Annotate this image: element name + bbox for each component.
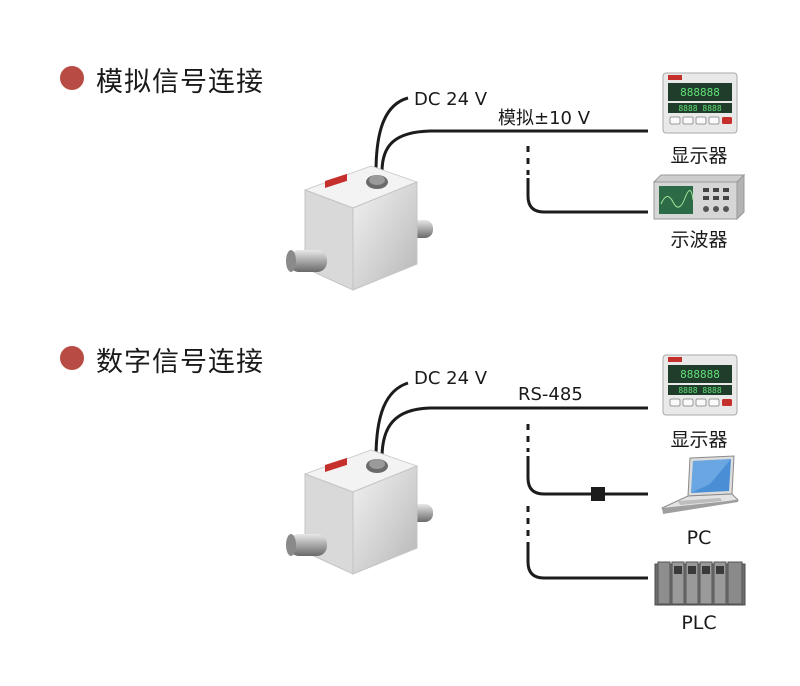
device-label-display: 显示器 (670, 429, 728, 451)
oscilloscope-icon (653, 174, 745, 220)
signal-label: 模拟±10 V (498, 108, 591, 129)
section-bullet-icon (60, 66, 84, 90)
digital-heading: 数字信号连接 (96, 347, 264, 378)
svg-text:888888: 888888 (680, 368, 720, 381)
analog-wiring (374, 96, 648, 214)
torque-sensor-icon (286, 449, 433, 575)
svg-text:8888 8888: 8888 8888 (678, 104, 722, 113)
svg-text:888888: 888888 (680, 86, 720, 99)
analog-heading: 模拟信号连接 (96, 67, 264, 98)
analog-connection-section: 模拟信号连接 DC 24 V 模拟±10 V (0, 0, 800, 300)
power-label: DC 24 V (414, 89, 488, 110)
laptop-icon (661, 455, 740, 514)
device-label-pc: PC (686, 527, 712, 549)
display-meter-icon: 888888 8888 8888 (662, 72, 738, 134)
section-bullet-icon (60, 346, 84, 370)
digital-connection-section: 数字信号连接 DC 24 V RS-485 (0, 286, 800, 634)
device-label-display: 显示器 (670, 145, 728, 167)
plc-rack-icon (654, 561, 746, 606)
device-label-oscilloscope: 示波器 (670, 229, 728, 251)
svg-text:8888 8888: 8888 8888 (678, 386, 722, 395)
signal-label: RS-485 (518, 384, 583, 405)
torque-sensor-icon (286, 165, 433, 291)
power-label: DC 24 V (414, 368, 488, 389)
digital-wiring (374, 381, 648, 580)
display-meter-icon: 888888 8888 8888 (662, 354, 738, 416)
device-label-plc: PLC (681, 612, 717, 634)
